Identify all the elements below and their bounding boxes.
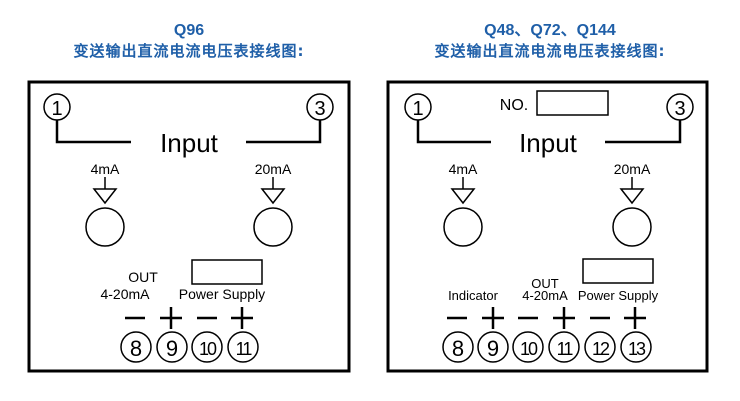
- left-title: Q96 变送输出直流电流电压表接线图:: [28, 21, 350, 61]
- left-terminal-10-label: 10: [199, 339, 217, 359]
- left-terminal-10: [191, 331, 223, 363]
- right-panel: NO. 1 3 Input 4mA 20mA Indicator OUT 4-2…: [386, 80, 709, 373]
- right-input-wire-right: [605, 120, 682, 144]
- right-terminal-8: [442, 331, 474, 363]
- right-input-high-label: 20mA: [614, 161, 651, 177]
- right-power-label: Power Supply: [578, 288, 659, 303]
- right-input-wire-left: [416, 120, 491, 144]
- right-input-label: Input: [519, 128, 578, 158]
- right-out-range: 4-20mA: [522, 288, 568, 303]
- right-terminal-11-label: 11: [557, 339, 574, 359]
- left-bottom-terminals: 8 9 10 11: [120, 331, 259, 363]
- right-terminal-12-label: 12: [592, 339, 610, 359]
- left-terminal-11: [227, 331, 259, 363]
- left-model: Q96: [173, 22, 205, 39]
- right-out-label: OUT: [531, 276, 559, 291]
- right-adjust-4ma: [443, 207, 483, 247]
- right-caption: 变送输出直流电流电压表接线图:: [434, 42, 666, 60]
- left-out-range: 4-20mA: [100, 286, 150, 302]
- right-terminal-13: [620, 331, 652, 363]
- left-terminal-11-label: 11: [236, 339, 253, 359]
- right-bottom-terminals: 8 9 10 11 12 13: [442, 331, 652, 363]
- right-power-box: [582, 258, 654, 284]
- left-input-low-label: 4mA: [91, 161, 120, 177]
- right-model: Q48、Q72、Q144: [484, 22, 616, 39]
- left-terminal-9-label: 9: [166, 336, 178, 361]
- left-input-wire-left: [55, 120, 131, 144]
- right-terminal-10: [512, 331, 544, 363]
- right-terminal-11: [548, 331, 580, 363]
- left-input-high-label: 20mA: [255, 161, 292, 177]
- left-caption: 变送输出直流电流电压表接线图:: [73, 42, 305, 60]
- right-input-low-label: 4mA: [449, 161, 478, 177]
- left-adjust-4ma: [85, 207, 125, 247]
- left-adjust-20ma: [253, 207, 293, 247]
- left-input-label: Input: [160, 128, 219, 158]
- left-terminal-1-label: 1: [51, 98, 62, 120]
- right-frame: [386, 80, 709, 373]
- right-arrow-down-icon: [450, 188, 476, 205]
- left-panel: 1 3 Input 4mA 20mA OUT 4-20mA Power Supp…: [27, 80, 351, 373]
- right-no-label: NO.: [500, 97, 528, 114]
- right-adjust-20ma: [612, 207, 652, 247]
- left-frame: [27, 80, 351, 373]
- right-terminal-12: [584, 331, 616, 363]
- left-input-wire-right: [246, 120, 322, 144]
- right-terminal-10-label: 10: [520, 339, 538, 359]
- left-power-label: Power Supply: [179, 286, 265, 302]
- right-terminal-9-label: 9: [487, 336, 499, 361]
- left-terminal-8: [120, 331, 152, 363]
- left-terminal-9: [156, 331, 188, 363]
- right-title: Q48、Q72、Q144 变送输出直流电流电压表接线图:: [380, 21, 720, 61]
- right-terminal-3-label: 3: [674, 98, 685, 120]
- right-terminal-8-label: 8: [452, 336, 464, 361]
- left-arrow-down-icon: [260, 188, 286, 205]
- left-terminal-8-label: 8: [130, 336, 142, 361]
- right-indicator-label: Indicator: [448, 288, 499, 303]
- right-terminal-1-label: 1: [412, 98, 423, 120]
- right-terminal-13-label: 13: [628, 339, 646, 359]
- right-no-box: [536, 90, 609, 116]
- right-arrow-down-icon: [619, 188, 645, 205]
- left-power-box: [191, 259, 263, 285]
- left-arrow-down-icon: [92, 188, 118, 205]
- right-terminal-9: [477, 331, 509, 363]
- left-terminal-3-label: 3: [314, 98, 325, 120]
- left-out-label: OUT: [128, 269, 158, 285]
